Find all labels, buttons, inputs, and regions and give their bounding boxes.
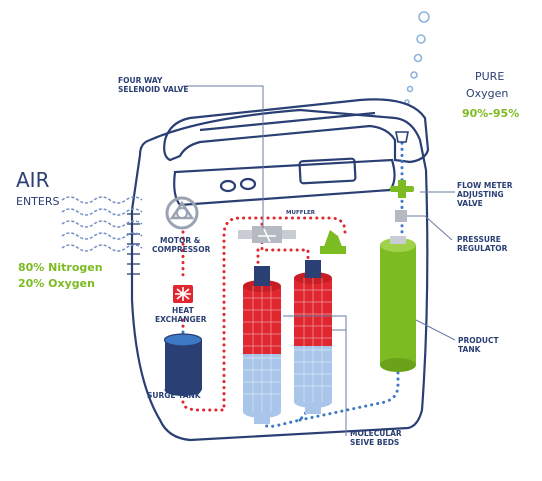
four-way-valve [238,226,296,243]
air-waves [61,196,143,252]
motor-label-line1: MOTOR & [160,236,201,245]
muffler-icon [320,230,346,254]
heat-label-line1: HEAT [172,306,195,315]
sieve-label-line2: SEIVE BEDS [350,438,399,447]
flow-label-line2: ADJUSTING [457,190,504,199]
valve-label-line2: SELENOID VALVE [118,85,188,94]
product-label-line1: PRODUCT [458,336,499,345]
blue-oxygen-flow [181,138,404,428]
valve-label-line1: FOUR WAY [118,76,163,85]
pure-label-line2: Oxygen [466,87,508,100]
pressure-label-line1: PRESSURE [457,235,501,244]
concentrator-body [127,98,430,442]
red-air-flow [181,216,347,412]
product-label-line2: TANK [458,345,482,354]
flow-label-line1: FLOW METER [457,181,513,190]
pure-label-line1: PURE [475,70,504,83]
flow-label-line3: VALVE [457,199,483,208]
pure-percent-label: 90%-95% [462,107,519,120]
oxygen-bubbles [404,11,430,105]
leader-lines [183,85,456,436]
surge-tank-label: SURGE TANK [147,391,202,400]
pressure-label-line2: REGULATOR [457,244,508,253]
sieve-label-line1: MOLECULAR [350,429,402,438]
motor-label-line2: COMPRESSOR [152,245,211,254]
air-nitrogen-label: 80% Nitrogen [18,261,103,274]
air-label-line2: ENTERS [16,195,59,208]
air-label-line1: AIR [16,168,50,192]
surge-tank [163,333,203,396]
product-tank [380,236,416,372]
motor-compressor-icon [165,196,199,230]
outlet-nozzle [395,131,409,143]
heat-label-line2: EXCHANGER [155,315,207,324]
muffler-label: MUFFLER [286,210,316,216]
flow-meter-valve-icon [390,180,414,198]
sieve-bed-left [243,266,281,424]
pressure-regulator-icon [395,210,407,222]
heat-exchanger-icon [173,285,193,303]
sieve-bed-right [294,260,332,414]
air-oxygen-label: 20% Oxygen [18,277,95,290]
